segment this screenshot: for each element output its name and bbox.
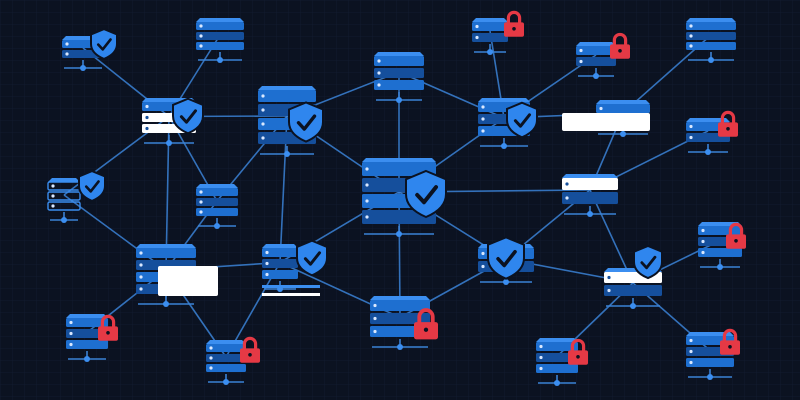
- shield-check-icon: [296, 239, 328, 277]
- server-node: [536, 338, 588, 386]
- server-rack-unit: [686, 22, 736, 30]
- shield-check-icon: [633, 244, 663, 280]
- padlock-icon: [504, 10, 524, 37]
- server-rack-unit: [536, 353, 578, 362]
- server-rack-unit: [196, 32, 244, 40]
- server-rack-unit: [576, 46, 616, 55]
- server-rack-unit: [370, 313, 430, 324]
- shield-check-icon: [506, 101, 538, 139]
- server-rack-unit: [66, 318, 108, 327]
- server-rack-unit: [206, 344, 246, 352]
- server-rack-unit: [686, 32, 736, 40]
- server-rack-unit: [196, 22, 244, 30]
- shield-check-icon: [172, 97, 204, 135]
- highlight-panel: [158, 266, 218, 296]
- padlock-icon: [718, 110, 738, 137]
- server-node: [562, 174, 618, 217]
- server-node: [686, 328, 740, 380]
- server-node: [66, 314, 118, 362]
- server-rack-unit: [536, 364, 578, 373]
- server-node: [262, 239, 328, 296]
- server-rack-unit: [536, 342, 578, 351]
- padlock-icon: [240, 336, 260, 363]
- server-node: [698, 222, 746, 270]
- highlight-panel: [562, 113, 650, 131]
- server-rack-unit: [576, 57, 616, 66]
- shield-check-icon: [78, 169, 106, 203]
- server-rack-unit: [66, 329, 108, 338]
- padlock-icon: [726, 222, 746, 249]
- server-rack-unit: [47, 201, 81, 211]
- server-rack-unit: [698, 248, 742, 257]
- server-rack-unit: [206, 354, 246, 362]
- server-rack-unit: [596, 104, 650, 113]
- server-node: [196, 18, 244, 63]
- server-node: [478, 236, 534, 285]
- server-node: [374, 52, 424, 103]
- server-node: [362, 158, 447, 237]
- padlock-icon: [720, 328, 740, 355]
- server-rack-unit: [374, 80, 424, 90]
- server-nodes: [47, 10, 746, 386]
- server-rack-unit: [262, 270, 298, 279]
- server-rack-unit: [686, 42, 736, 50]
- server-rack-unit: [196, 198, 238, 206]
- server-node: [472, 10, 524, 55]
- server-rack-unit: [562, 192, 618, 204]
- server-rack-unit: [47, 191, 81, 201]
- shield-check-icon: [405, 169, 447, 219]
- server-node: [206, 336, 260, 385]
- server-rack-unit: [362, 162, 436, 176]
- server-rack-unit: [472, 22, 508, 31]
- server-rack-unit: [604, 285, 662, 296]
- shield-check-icon: [90, 27, 118, 61]
- server-node: [142, 97, 204, 146]
- server-rack-unit: [262, 259, 298, 268]
- server-node: [196, 184, 238, 229]
- shield-check-icon: [487, 236, 525, 280]
- padlock-icon: [98, 314, 118, 341]
- padlock-icon: [610, 32, 630, 59]
- server-rack-unit: [374, 68, 424, 78]
- server-node: [686, 18, 736, 63]
- network-link: [589, 189, 634, 284]
- server-node: [686, 110, 738, 155]
- server-node: [370, 296, 438, 350]
- server-rack-unit: [196, 188, 238, 196]
- server-node: [258, 86, 324, 157]
- server-rack-unit: [262, 248, 298, 257]
- server-rack-unit: [258, 90, 316, 102]
- server-rack-unit: [686, 358, 734, 367]
- shield-check-icon: [288, 101, 324, 143]
- server-rack-unit: [66, 340, 108, 349]
- server-rack-unit: [370, 300, 430, 311]
- server-rack-unit: [374, 56, 424, 66]
- server-node: [604, 244, 663, 309]
- server-node: [562, 100, 650, 137]
- server-rack-unit: [472, 33, 508, 42]
- padlock-icon: [568, 338, 588, 365]
- server-node: [62, 27, 118, 71]
- server-rack-unit: [196, 208, 238, 216]
- server-node: [136, 244, 218, 307]
- server-node: [47, 169, 106, 223]
- server-rack-unit: [562, 178, 618, 190]
- server-rack-unit: [136, 248, 196, 258]
- padlock-icon: [414, 308, 438, 340]
- server-node: [478, 98, 538, 149]
- server-rack-unit: [206, 364, 246, 372]
- server-rack-unit: [196, 42, 244, 50]
- server-node: [576, 32, 630, 79]
